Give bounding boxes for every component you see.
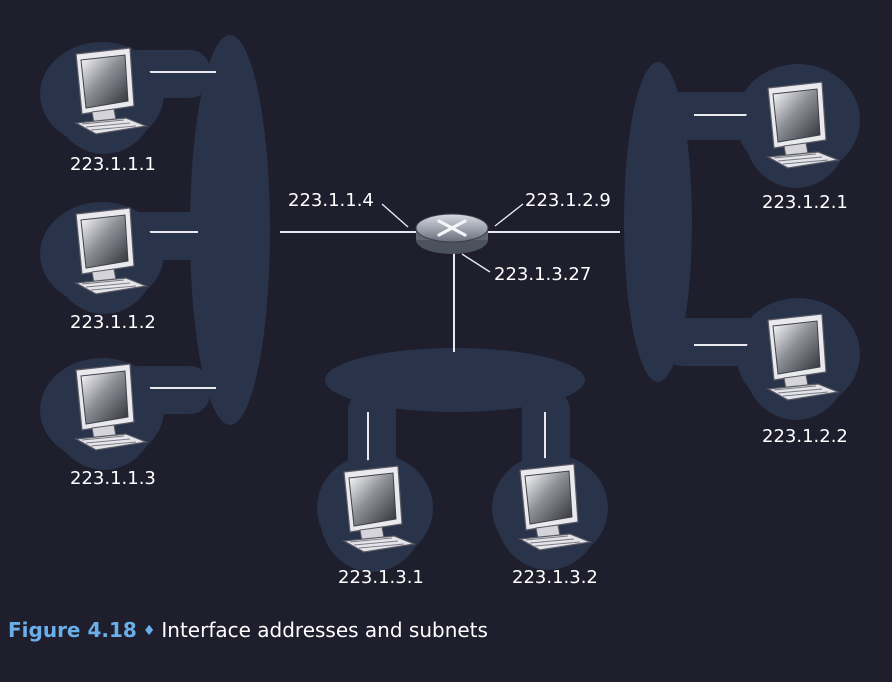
computer-icon <box>51 201 157 315</box>
computer-icon <box>51 41 157 155</box>
host-223-1-3-1 <box>319 459 425 573</box>
host-address-label: 223.1.3.2 <box>512 567 598 588</box>
router-cross-icon <box>437 219 467 237</box>
address-leaders <box>381 203 524 273</box>
host-223-1-3-2 <box>495 457 601 571</box>
network-diagram: 223.1.1.1 223.1.1.2 223.1.1.3 223.1.2.1 … <box>40 35 860 588</box>
figure-number: Figure 4.18 <box>8 618 137 642</box>
host-address-label: 223.1.1.1 <box>70 154 156 175</box>
computer-icon <box>319 459 425 573</box>
figure-title: Interface addresses and subnets <box>161 618 488 642</box>
host-address-label: 223.1.3.1 <box>338 567 424 588</box>
router-interface-label: 223.1.1.4 <box>288 190 374 211</box>
host-223-1-2-1 <box>743 75 849 189</box>
host-223-1-2-2 <box>743 307 849 421</box>
computer-icon <box>495 457 601 571</box>
computer-icon <box>743 75 849 189</box>
host-address-label: 223.1.2.1 <box>762 192 848 213</box>
host-223-1-1-1 <box>51 41 157 155</box>
diamond-icon: ♦ <box>142 623 156 639</box>
host-address-label: 223.1.2.2 <box>762 426 848 447</box>
host-223-1-1-2 <box>51 201 157 315</box>
computer-icon <box>743 307 849 421</box>
router <box>415 213 489 254</box>
host-223-1-1-3 <box>51 357 157 471</box>
router-interface-label: 223.1.3.27 <box>494 264 591 285</box>
computer-icon <box>51 357 157 471</box>
host-address-label: 223.1.1.3 <box>70 468 156 489</box>
router-interface-label: 223.1.2.9 <box>525 190 611 211</box>
figure-caption: Figure 4.18 ♦ Interface addresses and subn… <box>8 618 488 642</box>
host-address-label: 223.1.1.2 <box>70 312 156 333</box>
